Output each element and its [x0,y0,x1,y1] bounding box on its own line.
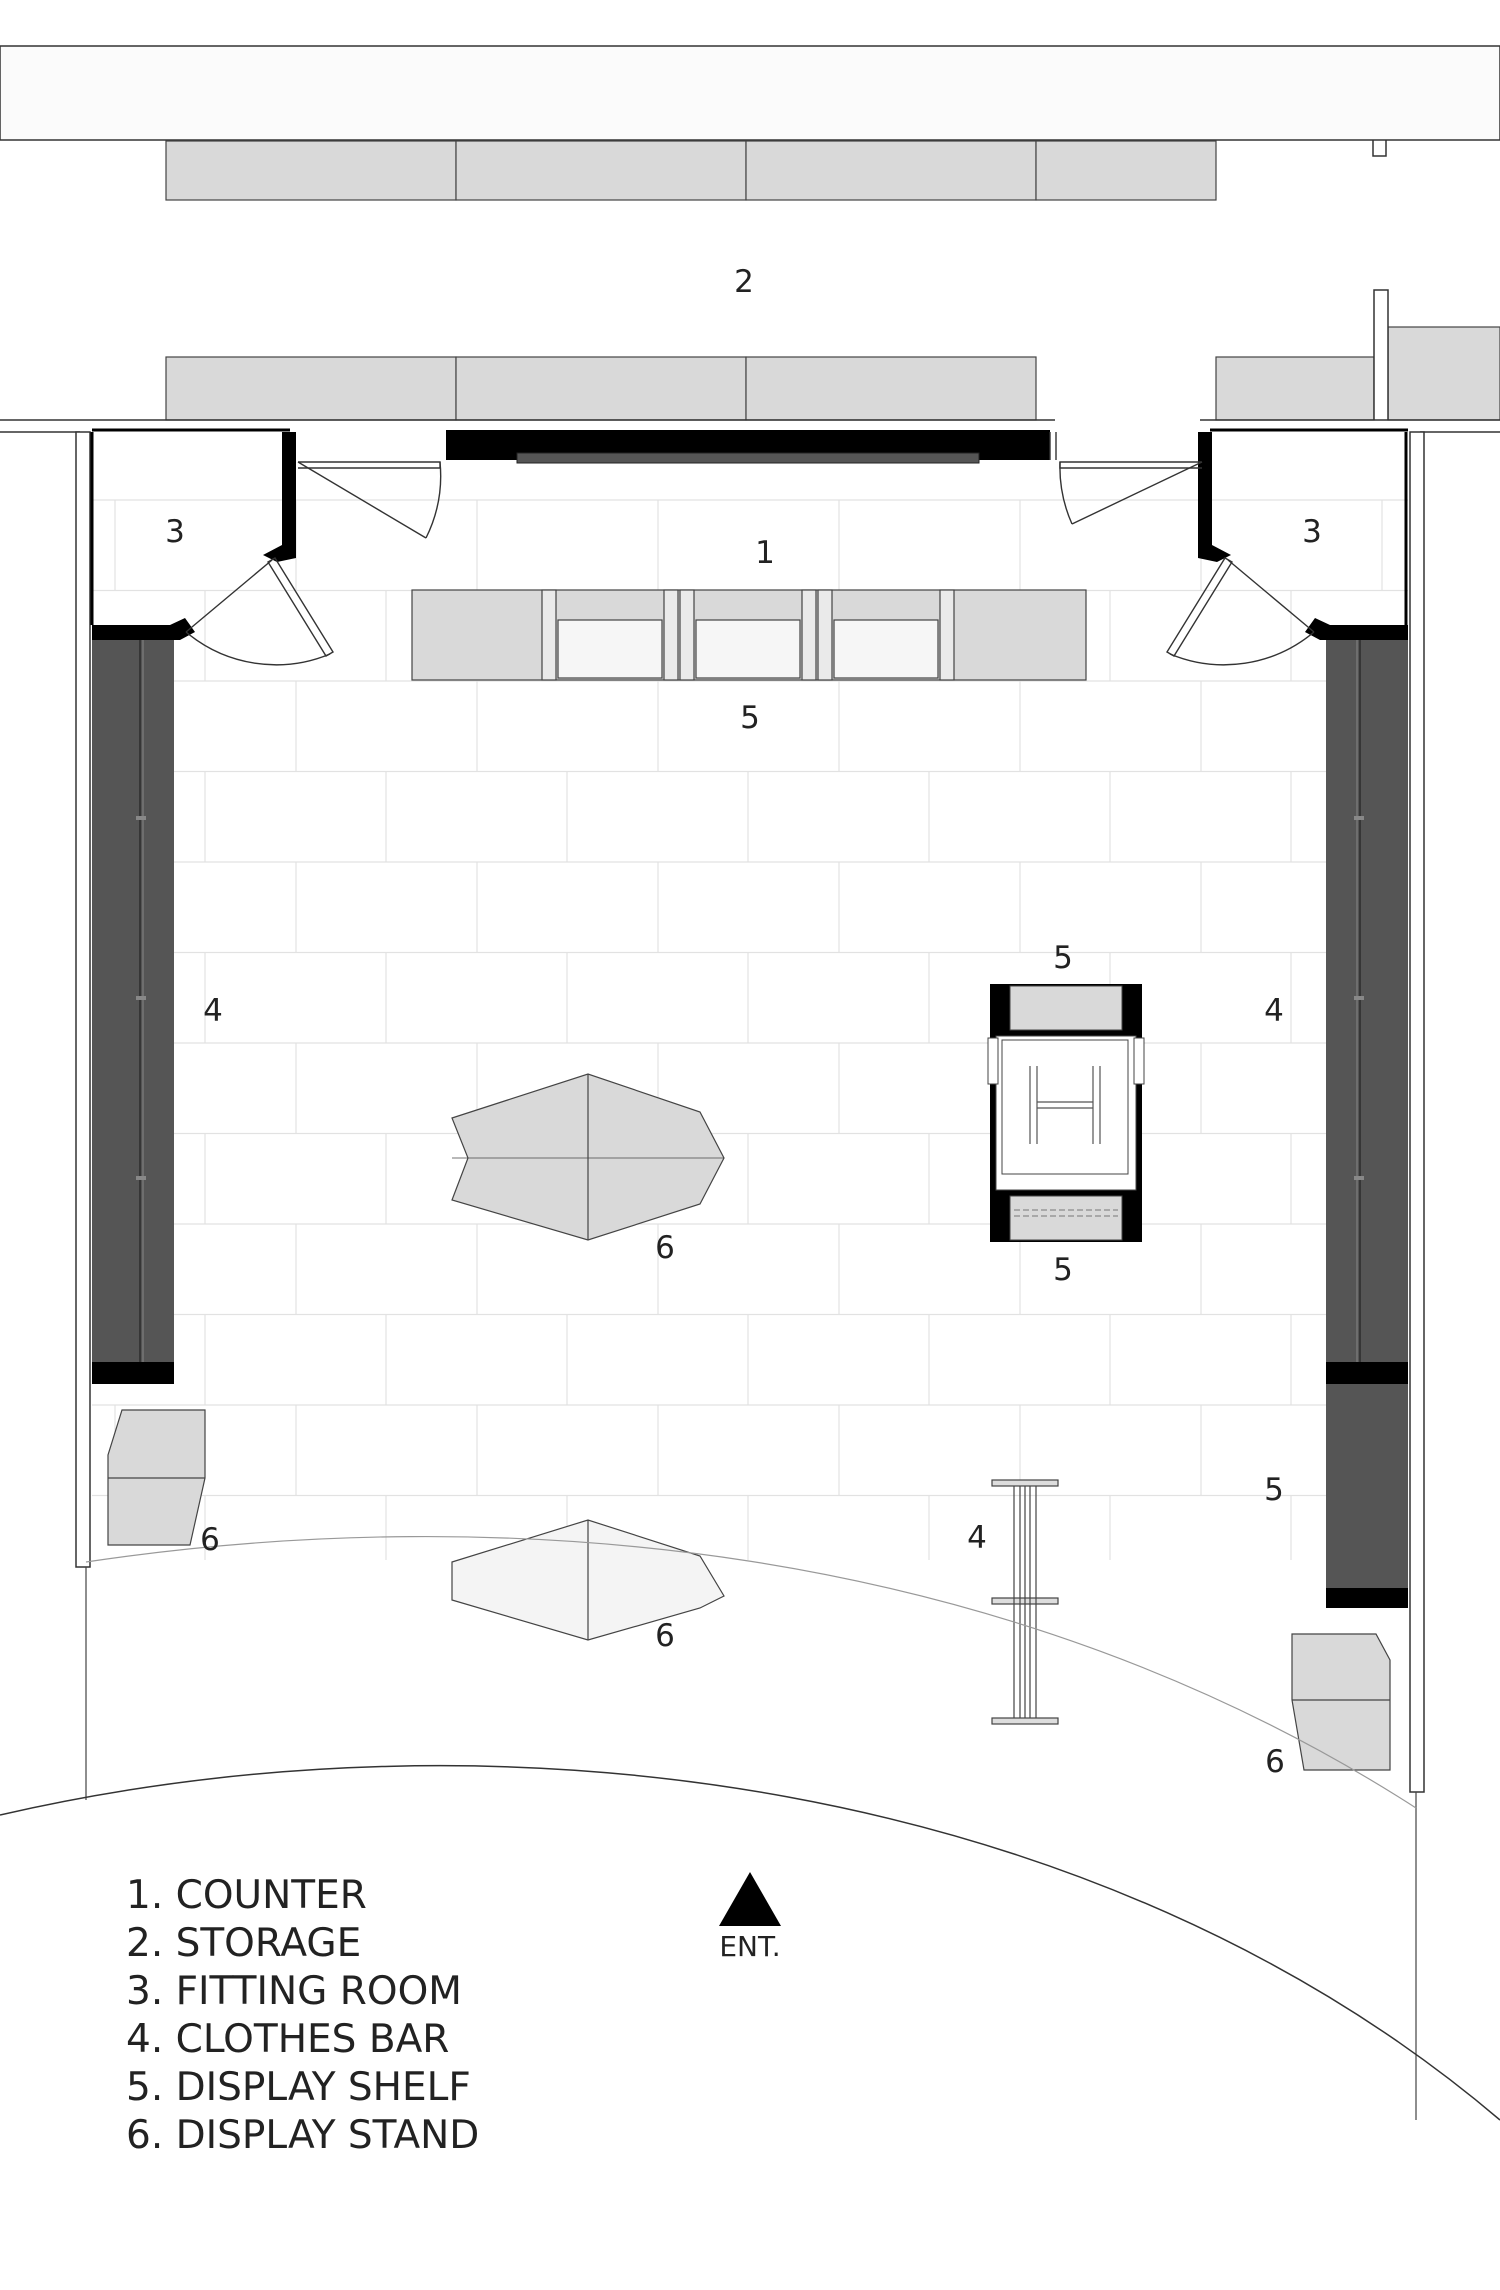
legend-item-clothes-bar: 4. CLOTHES BAR [126,2017,449,2062]
counter-back-strip [516,452,980,464]
legend-item-fitting-room: 3. FITTING ROOM [126,1969,462,2014]
label-display-shelf-right: 5 [1264,1472,1284,1508]
label-clothes-bar-left: 4 [203,993,223,1029]
label-display-shelf-counter: 5 [740,700,760,736]
doors [185,432,1315,666]
label-display-stand-right: 6 [1265,1744,1285,1780]
clothes-bar-front [991,1479,1059,1725]
entrance-arrow-icon [719,1872,781,1926]
label-display-stand-front: 6 [655,1618,675,1654]
island-display-shelf [987,984,1145,1242]
label-storage: 2 [734,264,754,300]
right-exterior-wall [1409,431,1425,1793]
storefront-inner-curve [85,1535,1417,1809]
clothes-bar-right [1326,640,1408,1362]
label-display-shelf-island-bottom: 5 [1053,1252,1073,1288]
upper-corridor-band [0,45,1500,141]
upper-corridor-notch [1372,140,1387,157]
storage-cabinets-lower [165,326,1500,421]
label-fitting-room-right: 3 [1302,514,1322,550]
legend-item-counter: 1. COUNTER [126,1873,367,1918]
storage-base-wall [0,419,1500,433]
display-shelf-right [1326,1384,1408,1588]
clothes-bar-left [92,640,174,1362]
entrance-marker: ENT. [719,1872,781,1963]
label-clothes-bar-front: 4 [967,1520,987,1556]
legend-item-display-stand: 6. DISPLAY STAND [126,2113,479,2158]
left-exterior-wall [75,431,91,1568]
label-display-shelf-island-top: 5 [1053,940,1073,976]
display-stand-front [451,1519,725,1641]
legend-item-storage: 2. STORAGE [126,1921,361,1966]
legend-item-display-shelf: 5. DISPLAY SHELF [126,2065,471,2110]
legend: 1. COUNTER 2. STORAGE 3. FITTING ROOM 4.… [126,1873,479,2158]
display-stand-center [451,1073,725,1241]
area-labels: 1 2 3 3 4 4 4 5 5 5 5 6 6 6 6 [165,264,1322,1780]
storage-cabinets-upper [165,140,1217,201]
label-counter: 1 [755,535,775,571]
entrance-label: ENT. [719,1930,780,1963]
label-fitting-room-left: 3 [165,514,185,550]
floor-tile-grid [92,499,1408,1560]
counter-display-shelf [411,589,1087,681]
label-clothes-bar-right: 4 [1264,993,1284,1029]
label-display-stand-left: 6 [200,1522,220,1558]
display-stand-left [107,1409,206,1546]
display-stand-right [1291,1633,1391,1771]
fitting-room-walls [90,428,1408,625]
label-display-stand-center: 6 [655,1230,675,1266]
storage-partition [1373,289,1389,420]
sidewalk-curve [0,1765,1500,2121]
